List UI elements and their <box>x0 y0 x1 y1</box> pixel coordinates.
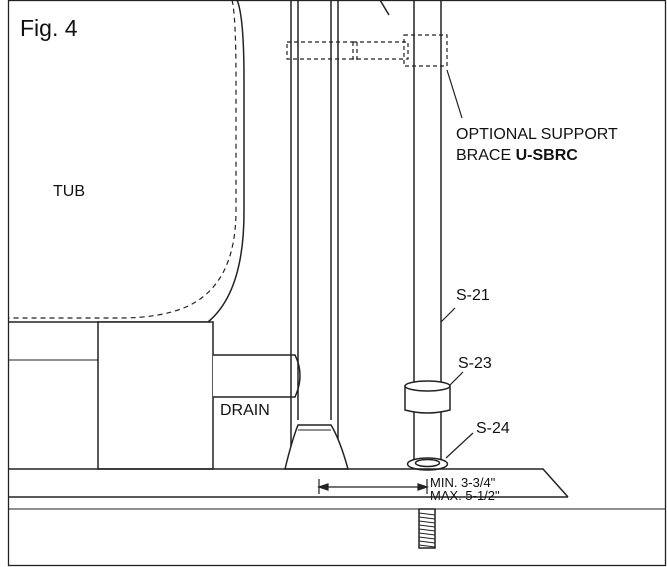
tub-wall <box>8 0 245 323</box>
washer-s24-inner <box>414 458 441 468</box>
dimension-max-label: MAX. 5-1/2" <box>430 488 500 503</box>
leader-optional <box>446 69 463 119</box>
threaded-rod-threads <box>418 512 436 548</box>
drain-label: DRAIN <box>220 402 270 419</box>
tub-inner-dashed <box>8 0 237 319</box>
floor-top <box>8 468 569 498</box>
leader-s24 <box>445 432 474 459</box>
optional-support-label-line1: OPTIONAL SUPPORT <box>456 126 618 143</box>
part-label-s21: S-21 <box>456 287 490 304</box>
figure-frame <box>7 0 667 567</box>
optional-support-label-prefix: BRACE <box>456 147 516 164</box>
leader-s21 <box>440 307 456 323</box>
part-label-s24: S-24 <box>476 420 510 437</box>
figure-label: Fig. 4 <box>20 15 78 41</box>
collar-s23-top <box>404 380 451 392</box>
part-number-u-sbrc: U-SBRC <box>516 147 579 164</box>
part-label-s23: S-23 <box>458 355 492 372</box>
leader-s23 <box>449 371 464 386</box>
drain-pipe <box>213 354 301 398</box>
top-diagonal <box>379 0 390 16</box>
dimension-line <box>317 479 429 494</box>
collar-s23 <box>404 386 451 414</box>
dimension-min-label: MIN. 3-3/4" <box>430 475 496 490</box>
optional-support-brace <box>286 34 448 67</box>
tub-label: TUB <box>53 183 85 200</box>
optional-support-label-line2: BRACE U-SBRC <box>456 147 578 164</box>
drain-box <box>97 321 214 470</box>
